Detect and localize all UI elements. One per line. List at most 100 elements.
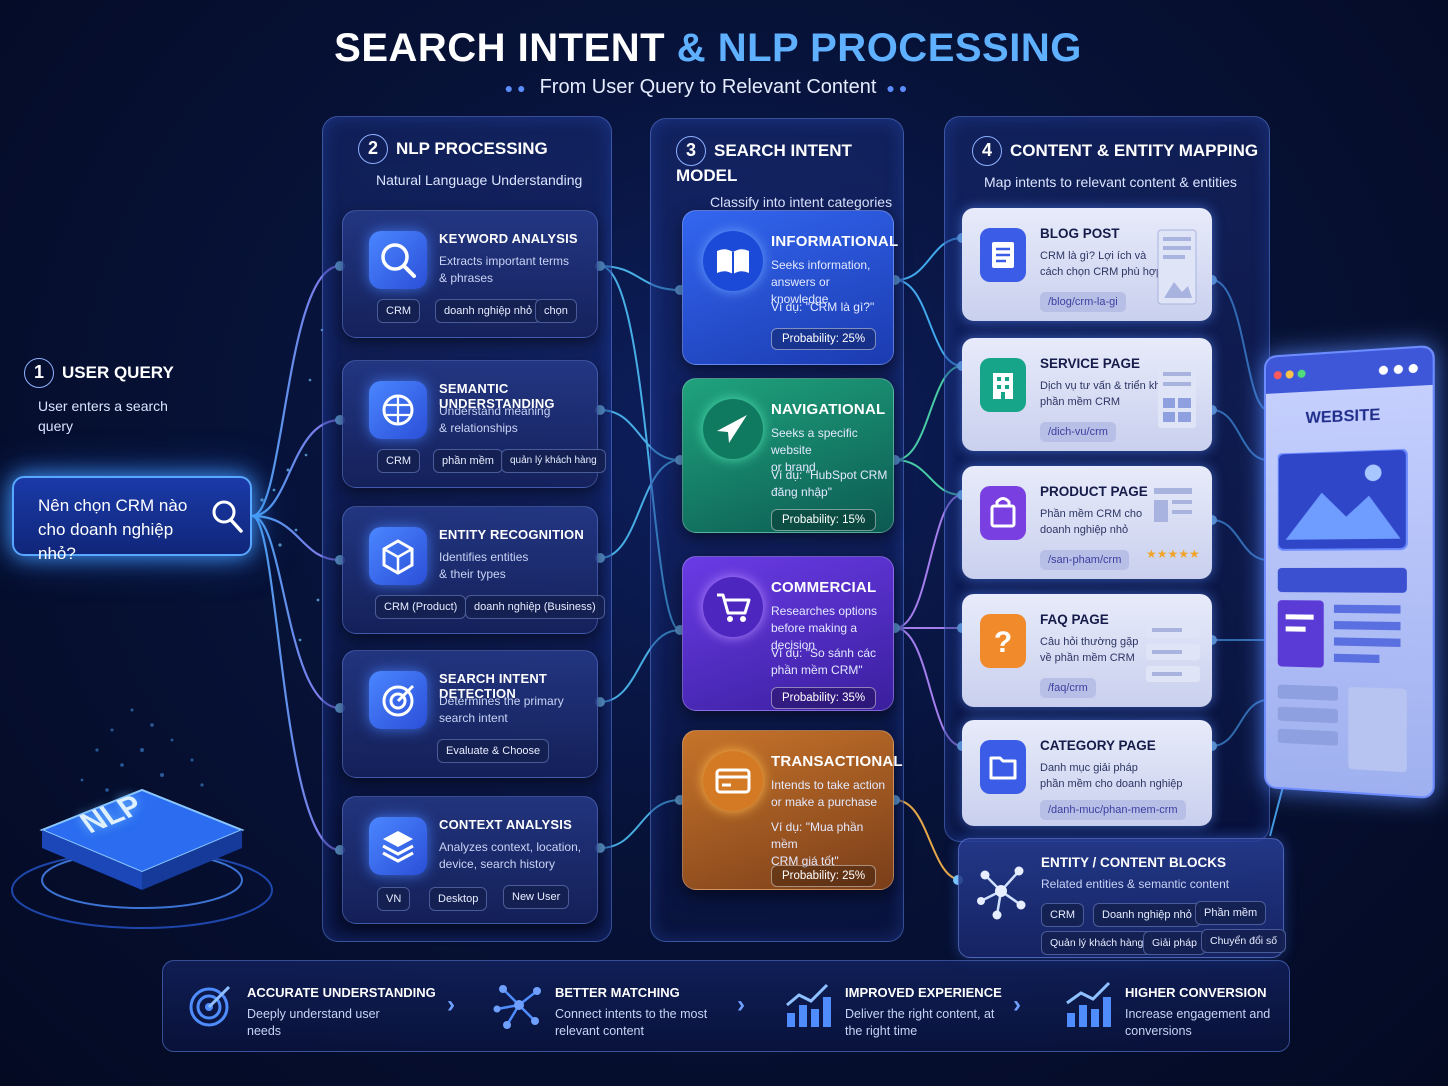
content-url[interactable]: /san-pham/crm — [1040, 550, 1129, 570]
search-icon — [210, 498, 244, 534]
content-mapping-subtitle: Map intents to relevant content & entiti… — [984, 174, 1262, 190]
benefit-title: ACCURATE UNDERSTANDING — [247, 985, 436, 1000]
nlp-card-search-intent-detection[interactable]: SEARCH INTENT DETECTION Determines the p… — [342, 650, 598, 778]
card-description: Identifies entities& their types — [439, 549, 589, 583]
svg-text:★★★★★: ★★★★★ — [1146, 547, 1200, 561]
search-query-box[interactable]: Nên chọn CRM nào cho doanh nghiệp nhỏ? — [12, 476, 252, 556]
window-dot-yellow — [1286, 370, 1294, 379]
nlp-card-context-analysis[interactable]: CONTEXT ANALYSIS Analyzes context, locat… — [342, 796, 598, 924]
title-ampersand: & — [677, 26, 706, 70]
step-number-3: 3 — [676, 136, 706, 166]
step-number-1: 1 — [24, 358, 54, 388]
chip: Phần mềm — [1195, 901, 1266, 925]
content-card-blog-post[interactable]: BLOG POST CRM là gì? Lợi ích vàcách chọn… — [962, 208, 1212, 321]
title-part-1: SEARCH INTENT — [334, 26, 665, 70]
intent-probability: Probability: 25% — [771, 328, 876, 350]
page-title: SEARCH INTENT & NLP PROCESSING — [0, 26, 1416, 71]
product-thumbnail-icon: ★★★★★ — [1144, 486, 1202, 564]
website-mockup: ●●● WEBSITE — [1264, 345, 1435, 799]
benefit-description: Connect intents to the most relevant con… — [555, 1006, 725, 1040]
credit-card-icon — [703, 751, 763, 811]
growth-chart-icon — [783, 979, 835, 1031]
cube-icon — [369, 527, 427, 585]
intent-title: NAVIGATIONAL — [771, 401, 885, 418]
intent-model-header: 3SEARCH INTENT MODEL Classify into inten… — [676, 136, 902, 210]
chevron-right-icon: › — [1013, 991, 1021, 1019]
content-title: BLOG POST — [1040, 226, 1120, 241]
feature-block-icon — [1278, 600, 1411, 674]
text-line — [1278, 684, 1338, 700]
side-block — [1348, 687, 1407, 772]
layers-icon — [369, 817, 427, 875]
chip: Giải pháp — [1143, 931, 1206, 955]
card-title: KEYWORD ANALYSIS — [439, 231, 578, 246]
intent-card-informational[interactable]: INFORMATIONAL Seeks information,answers … — [682, 210, 894, 365]
nlp-processing-subtitle: Natural Language Understanding — [376, 172, 598, 188]
content-card-category-page[interactable]: CATEGORY PAGE Danh mục giải phápphần mềm… — [962, 720, 1212, 826]
content-mapping-title: CONTENT & ENTITY MAPPING — [1010, 141, 1258, 160]
rising-bars-icon — [1063, 979, 1115, 1031]
intent-probability: Probability: 25% — [771, 865, 876, 887]
nlp-processing-title: NLP PROCESSING — [396, 139, 548, 158]
chip: CRM — [377, 299, 420, 323]
intent-model-subtitle: Classify into intent categories — [710, 194, 902, 210]
intent-probability: Probability: 35% — [771, 687, 876, 709]
intent-title: INFORMATIONAL — [771, 233, 898, 250]
content-url[interactable]: /faq/crm — [1040, 678, 1096, 698]
content-title: FAQ PAGE — [1040, 612, 1109, 627]
title-part-2: NLP PROCESSING — [718, 26, 1082, 70]
intent-card-navigational[interactable]: NAVIGATIONAL Seeks a specific websiteor … — [682, 378, 894, 533]
network-graph-icon — [975, 861, 1027, 921]
intent-probability: Probability: 15% — [771, 509, 876, 531]
card-title: ENTITY RECOGNITION — [439, 527, 584, 542]
content-block — [1278, 568, 1407, 593]
text-line — [1278, 707, 1338, 724]
article-thumbnail-icon — [1156, 228, 1198, 306]
content-card-product-page[interactable]: PRODUCT PAGE Phần mềm CRM chodoanh nghiệ… — [962, 466, 1212, 579]
benefit-title: BETTER MATCHING — [555, 985, 680, 1000]
intent-card-commercial[interactable]: COMMERCIAL Researches optionsbefore maki… — [682, 556, 894, 711]
benefits-bar: ACCURATE UNDERSTANDING Deeply understand… — [162, 960, 1290, 1052]
chip: Chuyển đổi số — [1201, 929, 1286, 953]
document-icon — [980, 228, 1026, 282]
svg-text:?: ? — [994, 626, 1012, 659]
user-query-title: USER QUERY — [62, 363, 174, 382]
nlp-card-entity-recognition[interactable]: ENTITY RECOGNITION Identifies entities& … — [342, 506, 598, 634]
chip: quản lý khách hàng — [501, 449, 606, 473]
content-description: CRM là gì? Lợi ích vàcách chọn CRM phù h… — [1040, 248, 1170, 280]
intent-example: Ví dụ: "So sánh cácphần mềm CRM" — [771, 645, 889, 679]
content-card-service-page[interactable]: SERVICE PAGE Dịch vụ tư vấn & triển khai… — [962, 338, 1212, 451]
nlp-card-semantic-understanding[interactable]: SEMANTIC UNDERSTANDING Understand meanin… — [342, 360, 598, 488]
decor-dots-left: ●● — [505, 80, 530, 96]
benefit-description: Increase engagement and conversions — [1125, 1006, 1295, 1040]
intent-description: Intends to take actionor make a purchase — [771, 777, 889, 811]
content-url[interactable]: /blog/crm-la-gi — [1040, 292, 1126, 312]
window-dot-red — [1274, 371, 1282, 380]
window-dot-green — [1298, 369, 1306, 378]
magnifier-icon — [369, 231, 427, 289]
folder-icon — [980, 740, 1026, 794]
chip: phần mềm — [433, 449, 503, 473]
content-card-faq-page[interactable]: ? FAQ PAGE Câu hỏi thường gặpvề phần mềm… — [962, 594, 1212, 707]
network-icon — [493, 979, 545, 1031]
content-description: Danh mục giải phápphần mềm cho doanh ngh… — [1040, 760, 1200, 792]
navigation-arrow-icon — [703, 399, 763, 459]
decor-dots-right: ●● — [886, 80, 911, 96]
chip: Quản lý khách hàng — [1041, 931, 1152, 955]
benefit-description: Deeply understand user needs — [247, 1006, 417, 1040]
step-number-4: 4 — [972, 136, 1002, 166]
website-label: WEBSITE — [1306, 406, 1381, 428]
question-mark-icon: ? — [980, 614, 1026, 668]
intent-card-transactional[interactable]: TRANSACTIONAL Intends to take actionor m… — [682, 730, 894, 890]
nlp-card-keyword-analysis[interactable]: KEYWORD ANALYSIS Extracts important term… — [342, 210, 598, 338]
entity-title: ENTITY / CONTENT BLOCKS — [1041, 855, 1226, 870]
menu-dots-icon: ●●● — [1377, 356, 1422, 383]
content-description: Dịch vụ tư vấn & triển khaiphần mềm CRM — [1040, 378, 1170, 410]
content-url[interactable]: /dich-vu/crm — [1040, 422, 1116, 442]
entity-content-blocks-card[interactable]: ENTITY / CONTENT BLOCKS Related entities… — [958, 838, 1284, 958]
text-line — [1278, 729, 1338, 746]
intent-example: Ví dụ: "Mua phần mềmCRM giá tốt" — [771, 819, 889, 870]
content-url[interactable]: /danh-muc/phan-mem-crm — [1040, 800, 1186, 820]
target-icon — [369, 671, 427, 729]
chip: Evaluate & Choose — [437, 739, 549, 763]
